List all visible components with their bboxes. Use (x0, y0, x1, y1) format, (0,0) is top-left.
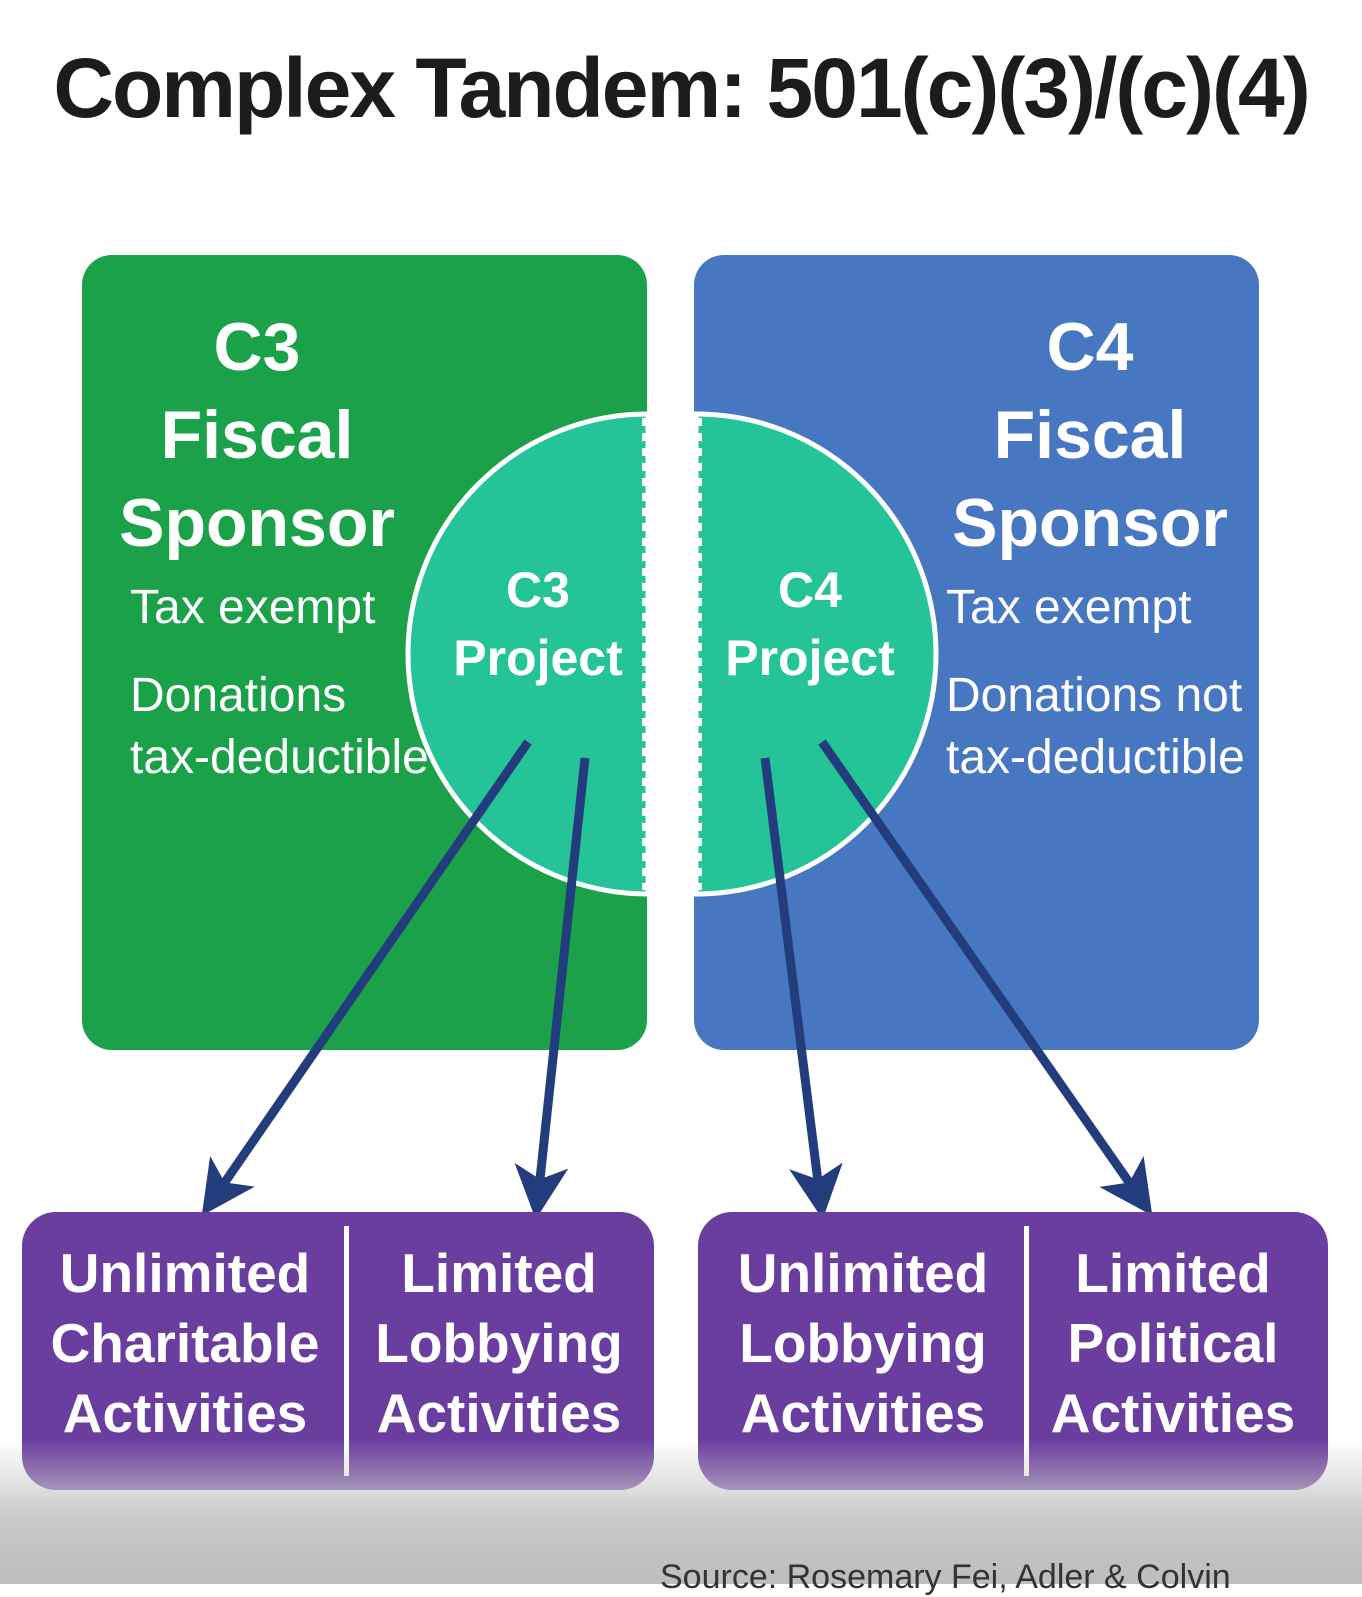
c4-heading-line-1: C4 (1046, 309, 1134, 385)
c4-project-half-circle (693, 411, 939, 897)
source-credit: Source: Rosemary Fei, Adler & Colvin (660, 1558, 1231, 1596)
c4-project-line-2: Project (725, 630, 895, 686)
unlimited-charitable-activities: Unlimited Charitable Activities (30, 1238, 340, 1448)
c4-tax-status: Tax exempt (946, 581, 1192, 634)
c4-sponsor-heading: C4 Fiscal Sponsor (940, 303, 1240, 567)
c3-donations-note: Donations tax-deductible (130, 665, 429, 789)
activity-line: Charitable (50, 1312, 320, 1374)
activity-line: Activities (740, 1382, 986, 1444)
arrow-c4-to-lobbying (760, 757, 843, 1220)
activity-line: Activities (1050, 1382, 1296, 1444)
c4-heading-line-2: Fiscal (993, 397, 1187, 473)
bottom-fade-overlay (0, 1440, 1362, 1584)
arrow-c4-to-political (818, 739, 1153, 1216)
activity-line: Activities (376, 1382, 622, 1444)
c3-project-line-2: Project (453, 630, 623, 686)
arrow-c3-to-lobbying (514, 757, 590, 1220)
c4-donations-line-1: Donations not (946, 669, 1243, 722)
activity-line: Political (1067, 1312, 1279, 1374)
unlimited-lobbying-activities: Unlimited Lobbying Activities (708, 1238, 1018, 1448)
c4-project-line-1: C4 (778, 562, 842, 618)
c4-donations-line-2: tax-deductible (946, 731, 1245, 784)
c3-project-half-circle (405, 411, 651, 897)
c3-donations-line-1: Donations (130, 669, 347, 722)
c4-donations-note: Donations not tax-deductible (946, 665, 1245, 789)
limited-political-activities: Limited Political Activities (1018, 1238, 1328, 1448)
activity-line: Unlimited (59, 1242, 311, 1304)
c4-project-label: C4 Project (710, 556, 910, 692)
limited-lobbying-activities: Limited Lobbying Activities (344, 1238, 654, 1448)
diagram-title: Complex Tandem: 501(c)(3)/(c)(4) (53, 41, 1310, 135)
activity-line: Activities (62, 1382, 308, 1444)
activity-line: Lobbying (375, 1312, 623, 1374)
c3-tax-status: Tax exempt (130, 581, 376, 634)
c3-project-line-1: C3 (506, 562, 570, 618)
c4-activities-divider (1024, 1226, 1029, 1476)
activity-line: Unlimited (737, 1242, 989, 1304)
c4-heading-line-3: Sponsor (952, 485, 1228, 561)
activity-line: Limited (1075, 1242, 1271, 1304)
c3-donations-line-2: tax-deductible (130, 731, 429, 784)
c3-heading-line-2: Fiscal (160, 397, 354, 473)
c3-project-label: C3 Project (438, 556, 638, 692)
c3-heading-line-1: C3 (213, 309, 301, 385)
activity-line: Lobbying (739, 1312, 987, 1374)
activity-line: Limited (401, 1242, 597, 1304)
c3-heading-line-3: Sponsor (119, 485, 395, 561)
c3-sponsor-heading: C3 Fiscal Sponsor (107, 303, 407, 567)
c3-activities-divider (344, 1226, 349, 1476)
arrow-c3-to-charitable (201, 739, 532, 1216)
